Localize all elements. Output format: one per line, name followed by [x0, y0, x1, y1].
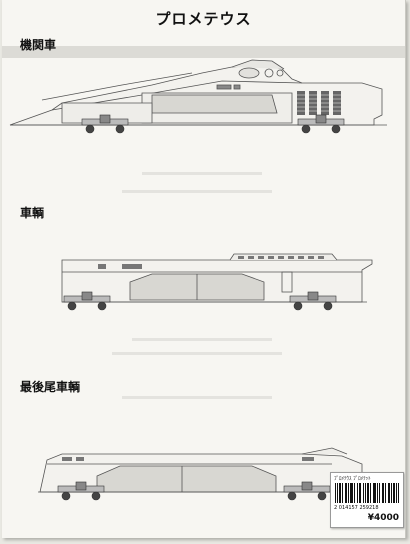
barcode-graphic: [335, 483, 399, 503]
sticker-title: ﾌﾟﾛﾒﾃｳｽ ﾌﾟﾛﾒﾃｯﾄ: [334, 476, 371, 482]
sheet: プロメテウス 機関車 車輌 最後尾車輌: [2, 0, 406, 538]
page-title: プロメテウス: [155, 10, 252, 28]
section-label-locomotive: 機関車: [20, 38, 57, 52]
price-sticker: ﾌﾟﾛﾒﾃｳｽ ﾌﾟﾛﾒﾃｯﾄ 2 014157 259218 ¥4000: [330, 472, 404, 528]
header-band: [2, 46, 405, 58]
bleed-mark: [112, 352, 282, 355]
bleed-mark: [132, 338, 272, 341]
barcode-number: 2 014157 259218: [334, 505, 379, 511]
bleed-mark: [122, 396, 272, 399]
price-text: ¥4000: [367, 513, 399, 523]
locomotive-drawing: [9, 59, 387, 134]
tail-car-drawing: [38, 447, 367, 501]
bleed-mark: [122, 190, 272, 193]
section-label-car: 車輌: [20, 206, 45, 220]
section-label-tail-car: 最後尾車輌: [20, 380, 81, 394]
car-drawing: [61, 253, 373, 311]
bleed-mark: [142, 172, 262, 175]
